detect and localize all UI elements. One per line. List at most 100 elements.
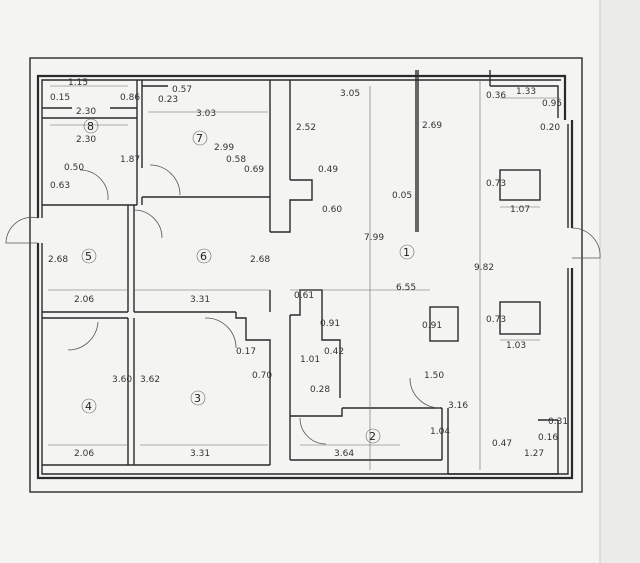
dim-label: 0.36: [486, 91, 506, 101]
dim-label: 3.62: [140, 375, 160, 385]
room-2-label: 2: [369, 430, 376, 443]
door-kitchen[interactable]: [409, 377, 441, 409]
dim-label: 3.03: [196, 109, 216, 119]
room-2-walls: [289, 289, 443, 461]
door-entrance[interactable]: [5, 216, 39, 244]
dim-label: 1.15: [68, 78, 88, 88]
dim-label: 0.57: [172, 85, 192, 95]
room-labels: 8 7 1 5 6 4 3 2: [81, 118, 415, 444]
outer-frame: [29, 57, 583, 493]
dim-label: 1.04: [430, 427, 450, 437]
door-room-3[interactable]: [204, 317, 237, 349]
room-5-6-walls: [42, 204, 271, 395]
door-room-2[interactable]: [299, 417, 327, 445]
dim-label: 0.16: [538, 433, 558, 443]
room-1-lower: [447, 408, 559, 475]
dim-label: 0.69: [244, 165, 264, 175]
page-edge: [600, 0, 640, 563]
dim-label: 2.52: [296, 123, 316, 133]
dim-label: 0.63: [50, 181, 70, 191]
dim-label: 2.99: [214, 143, 234, 153]
dim-label: 0.23: [158, 95, 178, 105]
corridor-walls: [269, 80, 313, 233]
room-8-marker: [83, 118, 99, 134]
room-8-label: 8: [87, 120, 94, 133]
dim-label: 3.16: [448, 401, 468, 411]
fixture-upper: [499, 169, 541, 201]
dim-label: 0.20: [540, 123, 560, 133]
dim-label: 3.31: [190, 449, 210, 459]
room-4-3-walls: [42, 317, 271, 466]
dim-label: 0.05: [392, 191, 412, 201]
dim-label: 0.86: [120, 93, 140, 103]
dim-label: 0.95: [542, 99, 562, 109]
dim-label: 2.30: [76, 107, 96, 117]
dim-label: 0.47: [492, 439, 512, 449]
dim-label: 0.50: [64, 163, 84, 173]
dim-label: 0.73: [486, 179, 506, 189]
dim-label: 0.91: [422, 321, 442, 331]
dimension-labels: 1.15 0.15 0.86 2.30 2.30 1.87 0.50 0.63 …: [48, 78, 568, 459]
dim-label: 0.61: [294, 291, 314, 301]
dim-label: 0.60: [322, 205, 342, 215]
dim-label: 2.06: [74, 295, 94, 305]
room-6-marker: [196, 248, 212, 264]
dim-label: 0.73: [486, 315, 506, 325]
dim-label: 3.64: [334, 449, 354, 459]
dim-label: 1.03: [506, 341, 526, 351]
dim-label: 1.50: [424, 371, 444, 381]
kitchen-unit: [429, 306, 459, 342]
dim-label: 2.06: [74, 449, 94, 459]
exterior-wall: [36, 74, 574, 480]
dim-label: 0.49: [318, 165, 338, 175]
dim-label: 2.30: [76, 135, 96, 145]
dim-label: 0.17: [236, 347, 256, 357]
door-balcony[interactable]: [571, 227, 601, 259]
dim-label: 0.70: [252, 371, 272, 381]
room-7-marker: [192, 130, 208, 146]
dim-label: 0.15: [50, 93, 70, 103]
room-1-divider: [415, 70, 559, 232]
dim-label: 3.05: [340, 89, 360, 99]
door-room-6[interactable]: [133, 209, 163, 239]
dim-label: 9.82: [474, 263, 494, 273]
measure-lines: [48, 80, 560, 470]
room-1-marker: [399, 244, 415, 260]
dim-label: 6.55: [396, 283, 416, 293]
dim-label: 0.28: [310, 385, 330, 395]
door-room-4[interactable]: [67, 321, 99, 351]
dim-label: 0.91: [320, 319, 340, 329]
room-3-marker: [190, 390, 206, 406]
room-8-walls: [42, 80, 138, 205]
room-4-marker: [81, 398, 97, 414]
dim-label: 3.60: [112, 375, 132, 385]
room-6-label: 6: [200, 250, 207, 263]
dim-label: 0.42: [324, 347, 344, 357]
room-3-label: 3: [194, 392, 201, 405]
dim-label: 3.31: [190, 295, 210, 305]
room-2-marker: [365, 428, 381, 444]
dim-label: 1.01: [300, 355, 320, 365]
dim-label: 0.58: [226, 155, 246, 165]
dim-label: 7.99: [364, 233, 384, 243]
room-5-label: 5: [85, 250, 92, 263]
dim-label: 1.33: [516, 87, 536, 97]
room-7-label: 7: [196, 132, 203, 145]
room-7-walls: [141, 80, 271, 205]
dim-label: 2.68: [250, 255, 270, 265]
room-5-marker: [81, 248, 97, 264]
door-room-5[interactable]: [79, 169, 109, 201]
room-1-label: 1: [403, 246, 410, 259]
exterior-wall-inner: [41, 79, 569, 475]
dim-label: 2.68: [48, 255, 68, 265]
dim-label: 1.87: [120, 155, 140, 165]
dim-label: 2.69: [422, 121, 442, 131]
door-room-7[interactable]: [149, 164, 181, 196]
dim-label: 0.31: [548, 417, 568, 427]
dim-label: 1.07: [510, 205, 530, 215]
dim-label: 1.27: [524, 449, 544, 459]
fixture-lower: [499, 301, 541, 335]
room-4-label: 4: [85, 400, 92, 413]
